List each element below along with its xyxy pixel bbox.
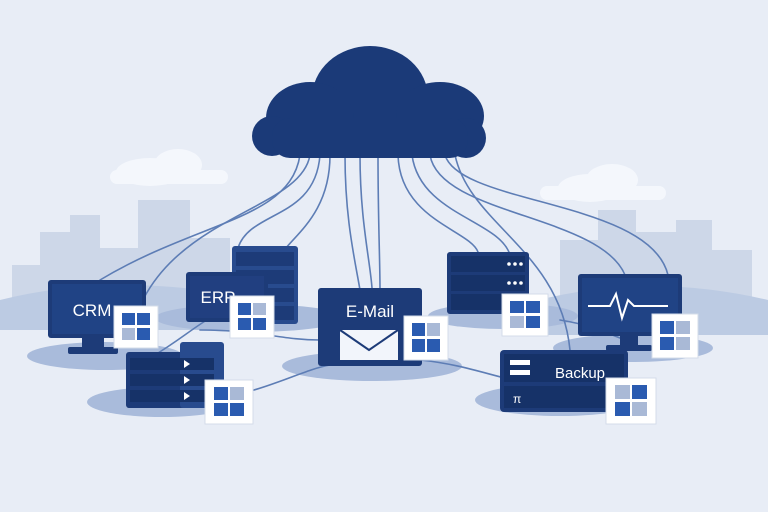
- background-cloud-right: [540, 164, 666, 202]
- backup-label: Backup: [555, 365, 605, 382]
- app-tile-erp: [229, 295, 275, 339]
- app-tile-server: [501, 293, 549, 337]
- app-tile-backup: [605, 377, 657, 425]
- app-tile-crm: [113, 305, 159, 349]
- background-cloud-left: [110, 149, 228, 186]
- crm-label: CRM: [73, 301, 112, 320]
- app-tile-monitoring: [651, 313, 699, 359]
- app-tile-email: [403, 315, 449, 361]
- backup-server-icon: Backup π: [500, 350, 628, 412]
- erp-label: ERP: [201, 288, 236, 307]
- app-tile-storage: [204, 379, 254, 425]
- svg-text:π: π: [513, 392, 521, 406]
- cloud-icon: [252, 46, 486, 158]
- email-label: E-Mail: [346, 302, 394, 321]
- email-envelope-icon: E-Mail: [318, 288, 422, 366]
